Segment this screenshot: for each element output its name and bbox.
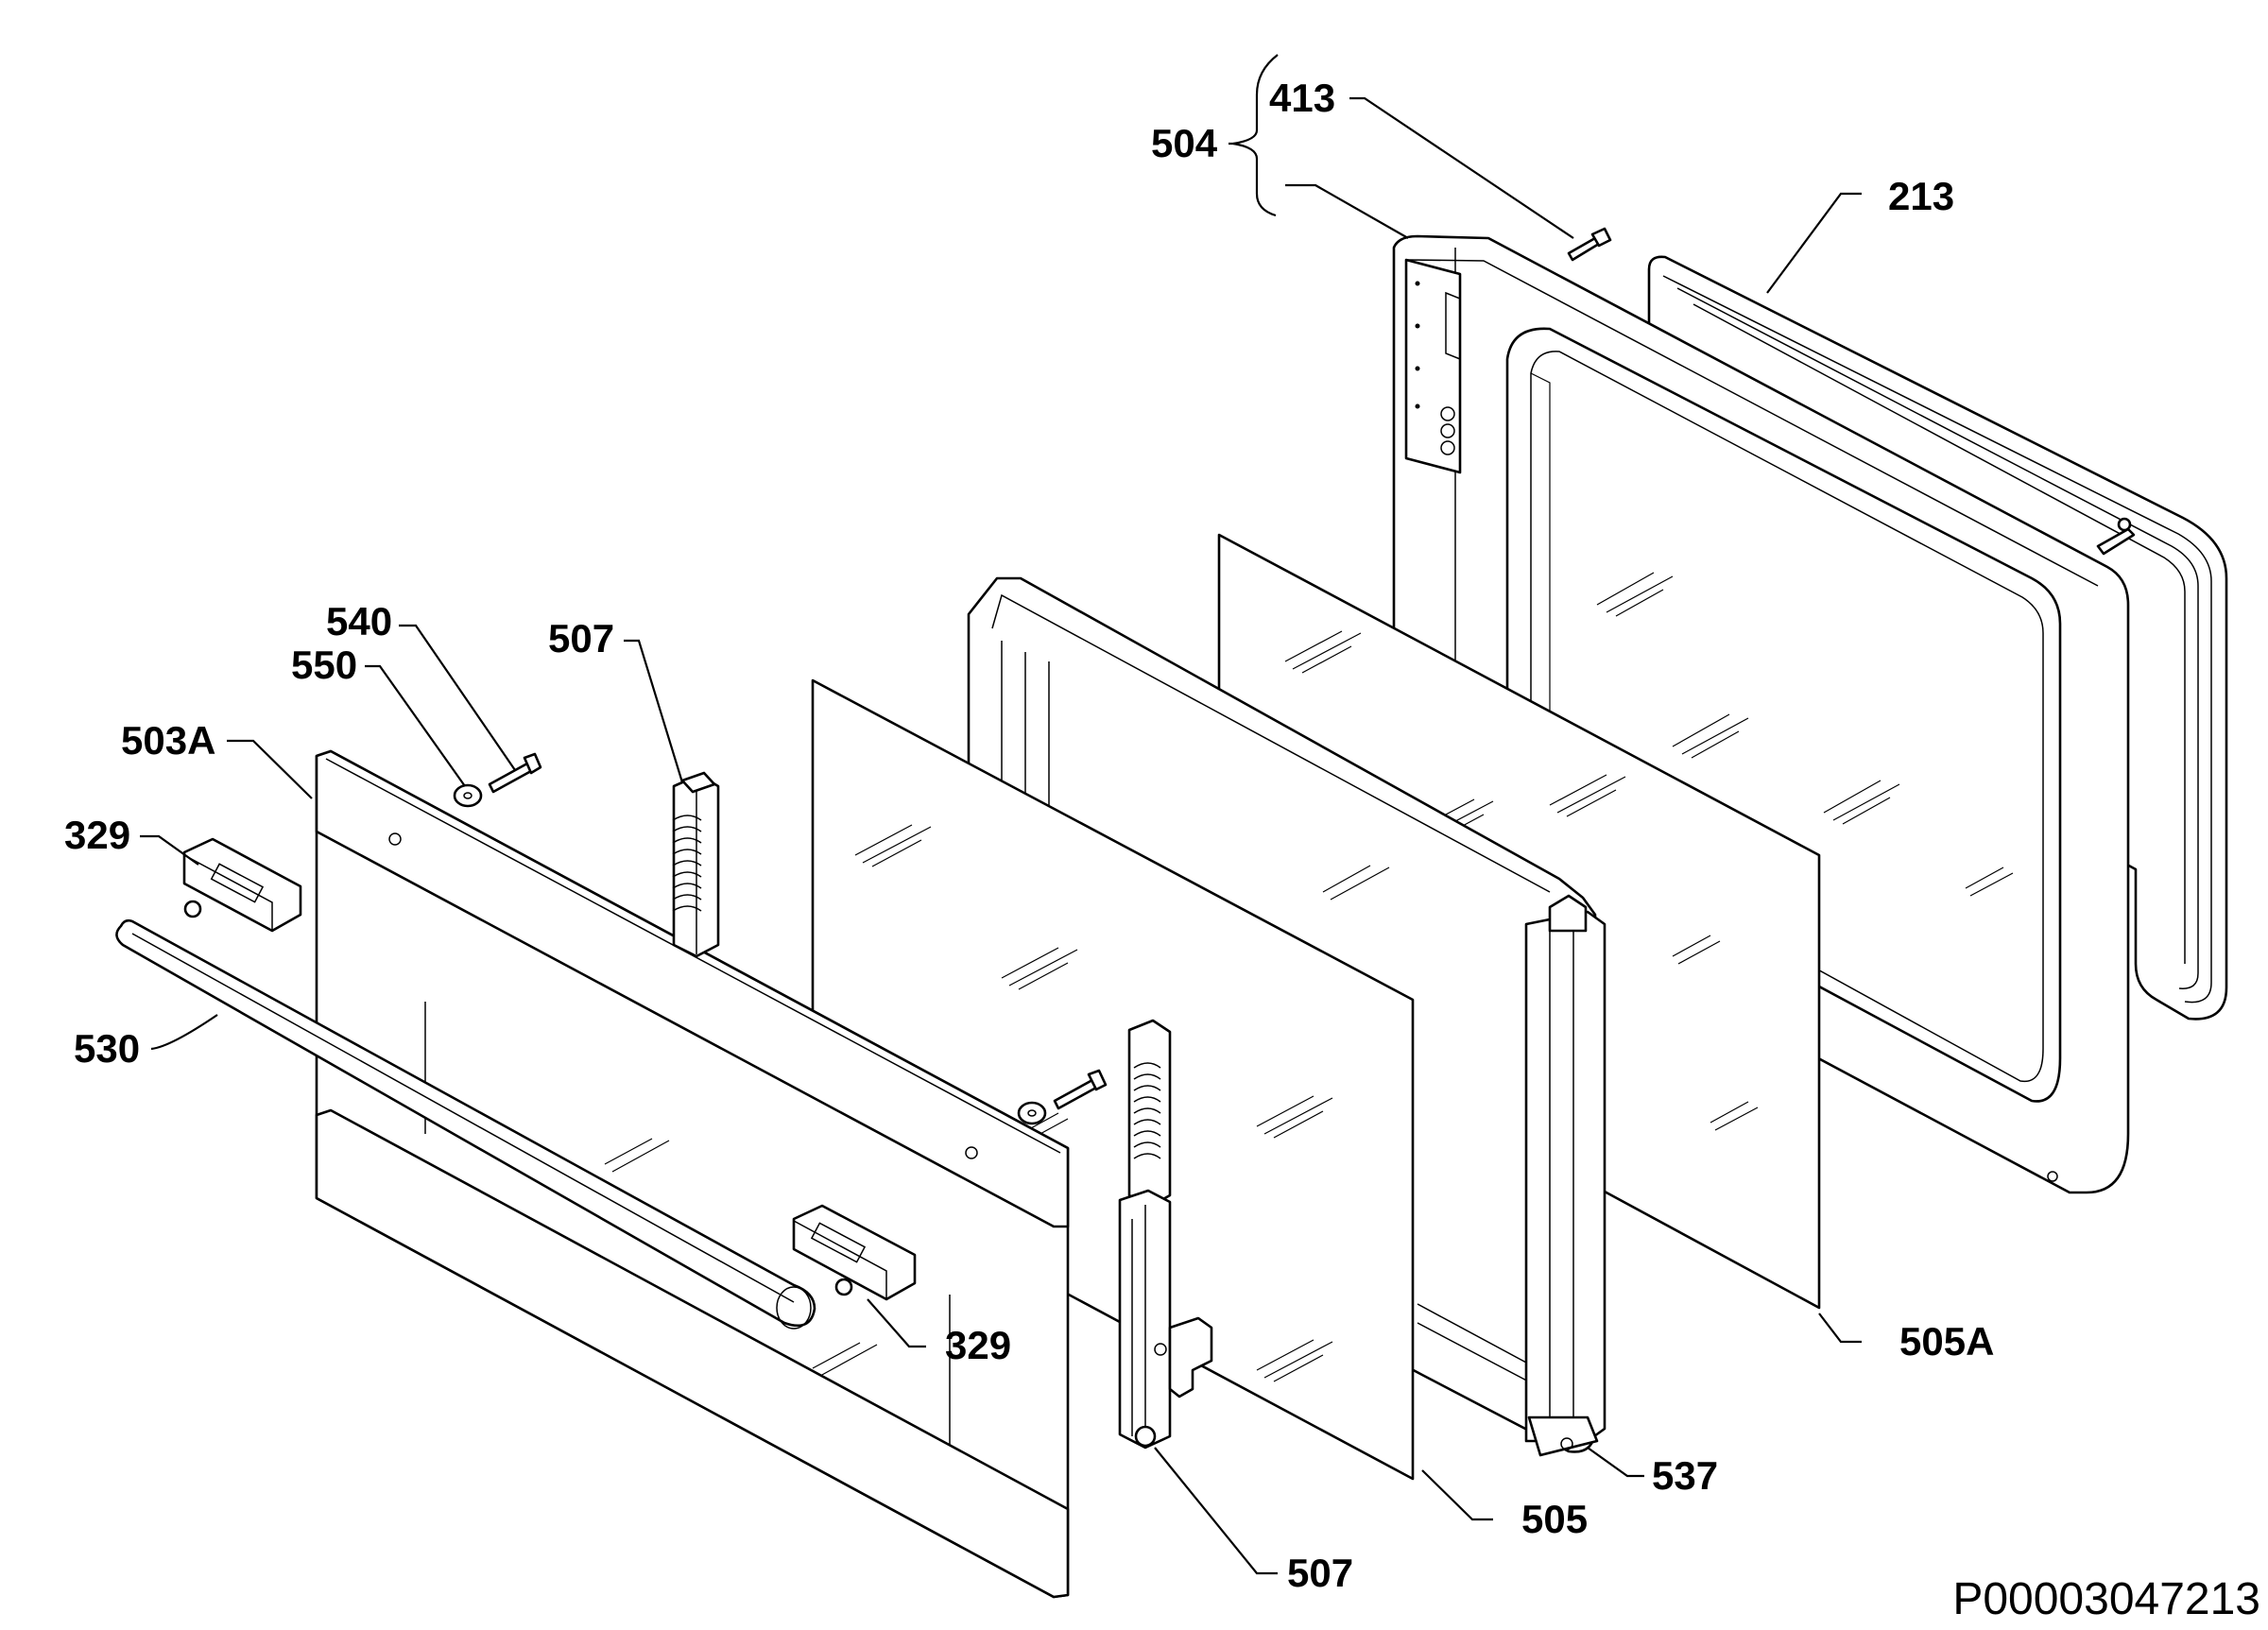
- label-505: 505: [1521, 1497, 1588, 1541]
- label-537: 537: [1652, 1453, 1718, 1498]
- label-540: 540: [326, 599, 392, 643]
- document-id: P00003047213: [1952, 1574, 2260, 1624]
- label-413: 413: [1269, 76, 1335, 120]
- handle-support-left: [182, 837, 302, 933]
- label-503A: 503A: [121, 718, 215, 763]
- hinge-top: [672, 771, 720, 958]
- label-507-top: 507: [548, 616, 614, 661]
- door-handle-bar: [115, 918, 816, 1330]
- callout-labels: 504 413 213 540 550 507 503A 329 530 329…: [64, 76, 1994, 1595]
- middle-glass-pane: [811, 678, 1415, 1481]
- label-213: 213: [1888, 174, 1954, 218]
- label-504: 504: [1151, 121, 1218, 165]
- handle-support-right: [792, 1204, 917, 1301]
- screw-washer-top: [453, 752, 542, 808]
- screw-413: [1567, 227, 1612, 262]
- label-505A: 505A: [1899, 1319, 1994, 1364]
- label-530: 530: [74, 1026, 140, 1071]
- outer-front-door: [315, 749, 1070, 1599]
- screw-washer-bottom: [1017, 1069, 1108, 1125]
- label-507-bottom: 507: [1287, 1551, 1353, 1595]
- label-329-right: 329: [945, 1323, 1011, 1367]
- hinge-bottom: [1118, 1019, 1213, 1450]
- leader-lines: [140, 54, 1862, 1575]
- label-329-left: 329: [64, 813, 130, 857]
- label-550: 550: [291, 643, 357, 687]
